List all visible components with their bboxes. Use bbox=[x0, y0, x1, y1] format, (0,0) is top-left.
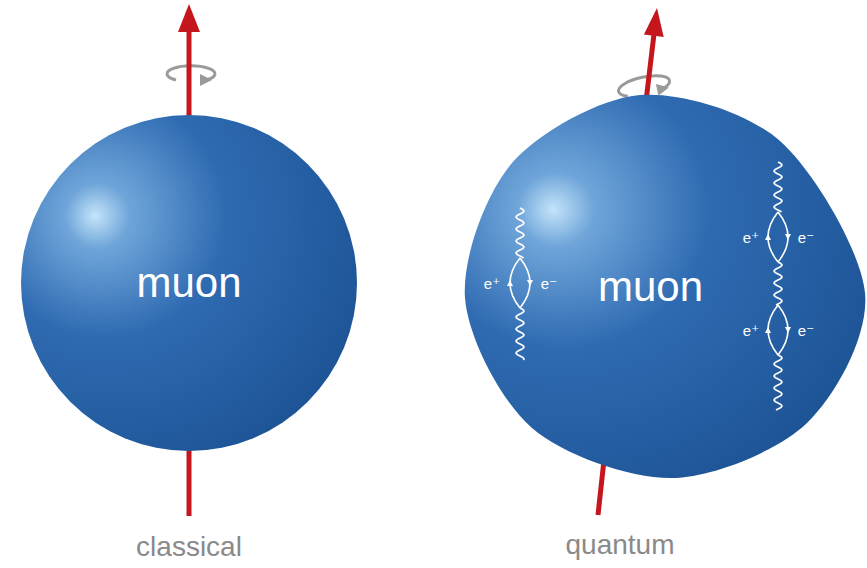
photon-line bbox=[774, 355, 782, 410]
spin-arrowhead bbox=[644, 8, 664, 37]
caption-text: quantum bbox=[566, 531, 675, 559]
caption-text: classical bbox=[136, 533, 242, 561]
spin-arrowhead bbox=[178, 4, 200, 32]
particle-label: e⁺ bbox=[484, 276, 500, 291]
rotation-arrow bbox=[617, 72, 671, 98]
photon-line bbox=[516, 308, 524, 360]
spin-axis bbox=[187, 440, 192, 516]
muon-sphere: muon bbox=[21, 115, 357, 451]
loop-arrow bbox=[785, 327, 791, 333]
loop-arrow bbox=[765, 327, 771, 333]
pair-loop bbox=[778, 305, 788, 355]
photon-line bbox=[774, 262, 782, 305]
particle-label: e⁺ bbox=[743, 323, 759, 338]
sphere-body bbox=[465, 95, 866, 478]
pair-loop bbox=[768, 305, 778, 355]
loop-arrow bbox=[765, 234, 771, 240]
loop-arrow bbox=[527, 280, 533, 286]
pair-loop bbox=[778, 212, 788, 262]
pair-loop bbox=[768, 212, 778, 262]
node-label: muon bbox=[598, 266, 703, 308]
photon-line bbox=[774, 162, 782, 212]
loop-arrow bbox=[785, 234, 791, 240]
rotation-arrowhead bbox=[656, 82, 670, 96]
particle-label: e⁺ bbox=[743, 230, 759, 245]
rotation-arrowhead bbox=[200, 74, 212, 86]
particle-label: e⁻ bbox=[541, 276, 557, 291]
node-label: muon bbox=[136, 262, 241, 304]
photon-line bbox=[516, 208, 524, 258]
spin-axis bbox=[598, 460, 604, 515]
particle-label: e⁻ bbox=[798, 230, 814, 245]
pair-loop bbox=[520, 258, 530, 308]
particle-label: e⁻ bbox=[798, 323, 814, 338]
loop-arrow bbox=[507, 280, 513, 286]
sphere-body bbox=[21, 115, 357, 451]
muon-sphere: muon bbox=[462, 93, 867, 480]
pair-loop bbox=[510, 258, 520, 308]
